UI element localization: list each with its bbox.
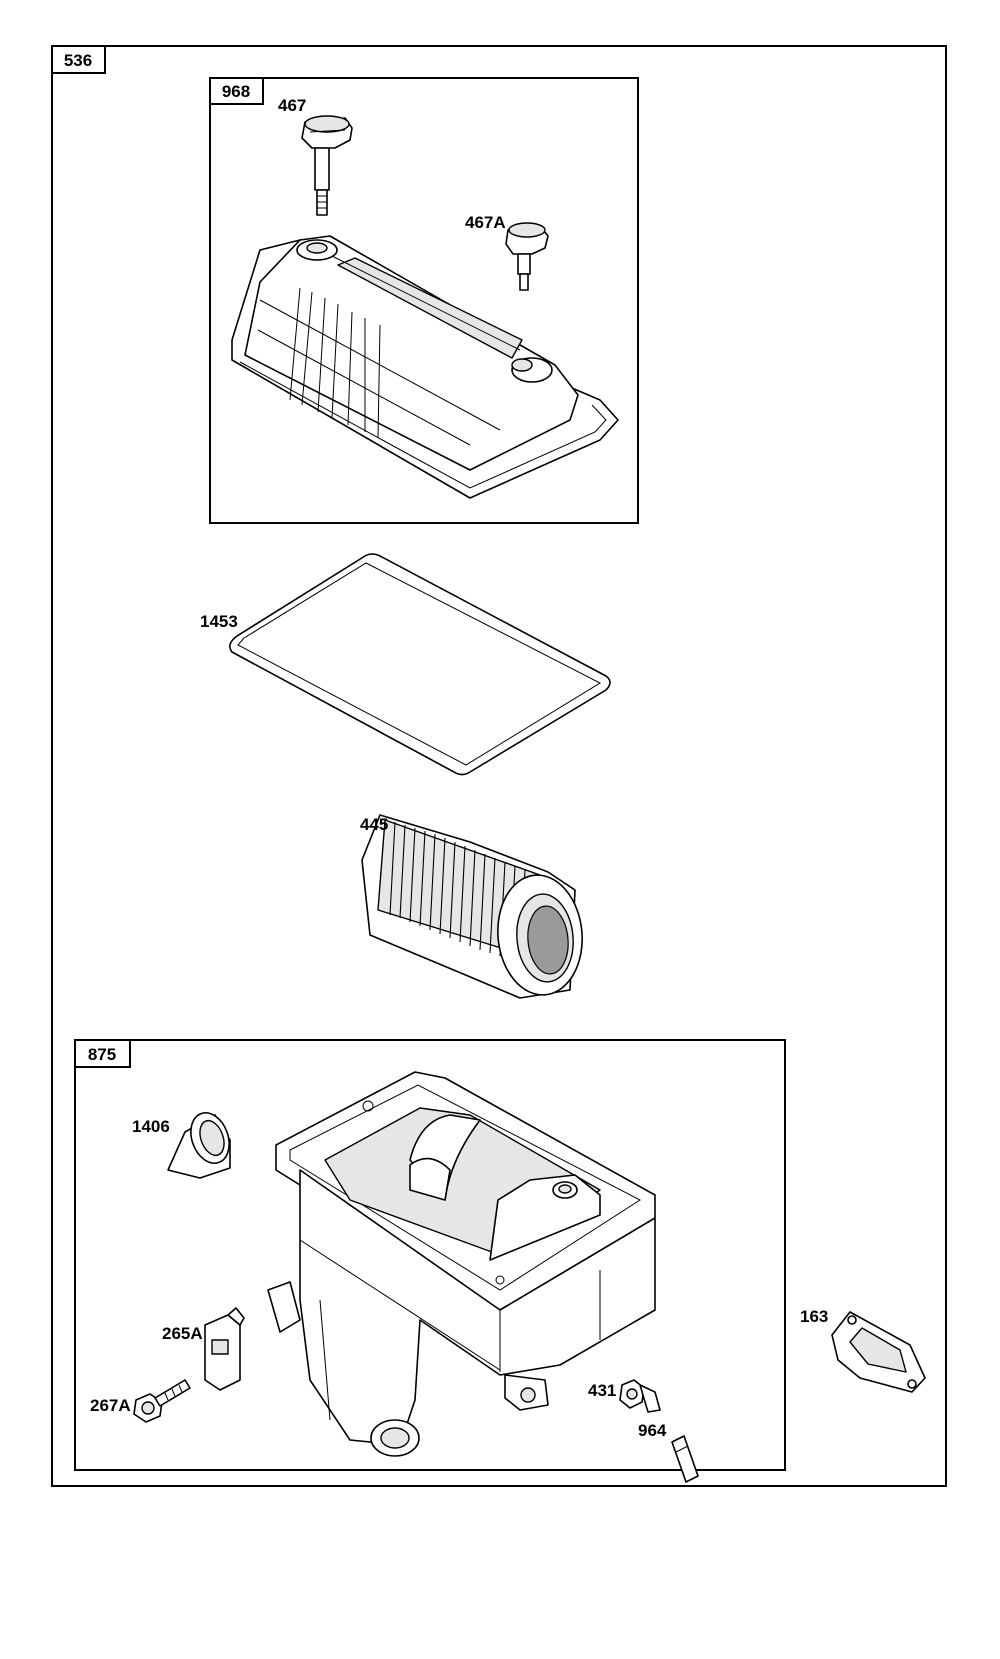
gasket-1453-drawing xyxy=(229,553,611,776)
air-cleaner-cover-drawing xyxy=(231,235,619,499)
callout-1453: 1453 xyxy=(200,612,238,631)
nut-431-drawing xyxy=(619,1379,661,1413)
air-cleaner-base-drawing xyxy=(267,1071,656,1457)
cover-kit-tag: 968 xyxy=(209,77,264,105)
filter-element-445-drawing xyxy=(361,814,583,999)
callout-445: 445 xyxy=(360,815,388,834)
gasket-163-drawing xyxy=(831,1311,926,1393)
sleeve-964-drawing xyxy=(671,1435,699,1483)
callout-964: 964 xyxy=(638,1421,667,1440)
main-assembly-tag: 536 xyxy=(51,45,106,74)
callout-1406: 1406 xyxy=(132,1117,170,1136)
callout-431: 431 xyxy=(588,1381,616,1400)
callout-267a: 267A xyxy=(90,1396,131,1415)
base-kit-tag: 875 xyxy=(74,1039,131,1068)
cover-kit-frame xyxy=(209,77,639,524)
knob-467a-drawing xyxy=(505,222,549,291)
base-kit-frame xyxy=(74,1039,786,1471)
callout-467: 467 xyxy=(278,96,306,115)
cover-kit-number: 968 xyxy=(222,82,250,101)
callout-163: 163 xyxy=(800,1307,828,1326)
main-assembly-number: 536 xyxy=(64,51,92,70)
main-assembly-frame xyxy=(51,45,947,1487)
elbow-1406-drawing xyxy=(167,1112,231,1179)
callout-467a: 467A xyxy=(465,213,506,232)
clip-265a-drawing xyxy=(204,1307,245,1391)
bolt-267a-drawing xyxy=(133,1379,191,1423)
base-kit-number: 875 xyxy=(88,1045,116,1064)
callout-265a: 265A xyxy=(162,1324,203,1343)
knob-467-drawing xyxy=(301,115,353,216)
